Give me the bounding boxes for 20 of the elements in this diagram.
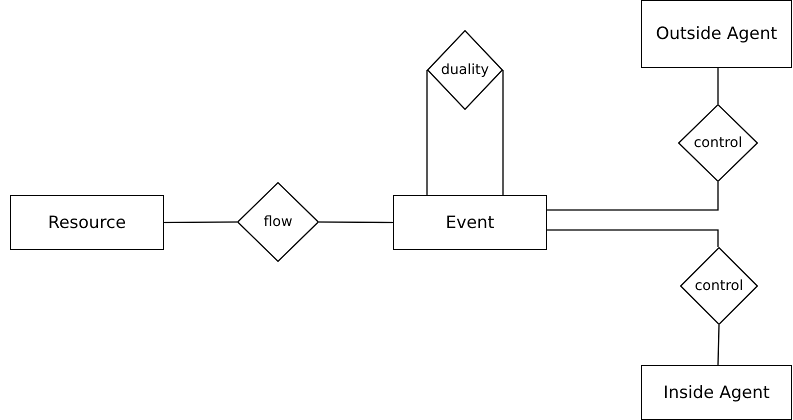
connector-line: [547, 182, 719, 211]
entity-box: [641, 365, 792, 420]
entity-box: [393, 195, 547, 250]
entity-box: [10, 195, 164, 250]
connector-line: [164, 221, 237, 224]
relationship-label: duality: [441, 62, 489, 78]
connector-line: [717, 68, 719, 104]
relationship-label: control: [694, 278, 744, 294]
entity-label: Event: [446, 212, 494, 232]
connector-line: [319, 221, 393, 224]
entity-label: Resource: [48, 212, 126, 232]
relationship-label: control: [694, 135, 742, 151]
entity-label: Inside Agent: [663, 382, 770, 402]
connector-line: [502, 69, 504, 195]
connector-line: [547, 229, 719, 247]
entity-label: Outside Agent: [656, 24, 778, 44]
connector-line: [426, 69, 428, 195]
connector-line: [717, 324, 720, 366]
relationship-label: flow: [264, 214, 292, 230]
entity-box: [641, 0, 792, 68]
